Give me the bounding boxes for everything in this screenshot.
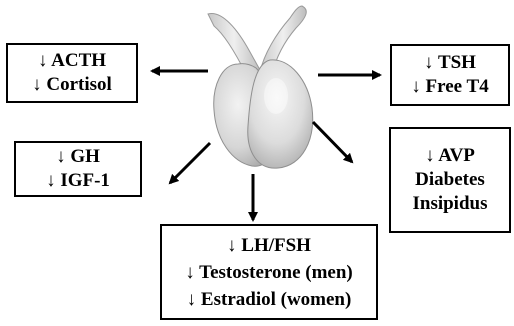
acth-cortisol-box: ↓ ACTH ↓ Cortisol (6, 43, 138, 103)
lh-fsh-label: ↓ LH/FSH (227, 232, 311, 259)
estradiol-label: ↓ Estradiol (women) (187, 286, 352, 313)
cortisol-label: ↓ Cortisol (32, 73, 112, 97)
diabetes-label: Diabetes (415, 168, 485, 192)
tsh-label: ↓ TSH (424, 51, 476, 75)
gh-label: ↓ GH (56, 145, 100, 169)
free-t4-label: ↓ Free T4 (411, 75, 488, 99)
acth-label: ↓ ACTH (38, 49, 106, 73)
tsh-t4-box: ↓ TSH ↓ Free T4 (390, 44, 510, 106)
insipidus-label: Insipidus (412, 192, 487, 216)
avp-diabetes-insipidus-box: ↓ AVP Diabetes Insipidus (389, 127, 511, 233)
testosterone-label: ↓ Testosterone (men) (185, 259, 352, 286)
arrow-to-avp (313, 122, 352, 162)
igf1-label: ↓ IGF-1 (46, 169, 110, 193)
avp-label: ↓ AVP (425, 144, 475, 168)
lh-fsh-box: ↓ LH/FSH ↓ Testosterone (men) ↓ Estradio… (160, 224, 378, 320)
gh-igf1-box: ↓ GH ↓ IGF-1 (14, 141, 142, 197)
arrow-to-gh (170, 143, 210, 183)
